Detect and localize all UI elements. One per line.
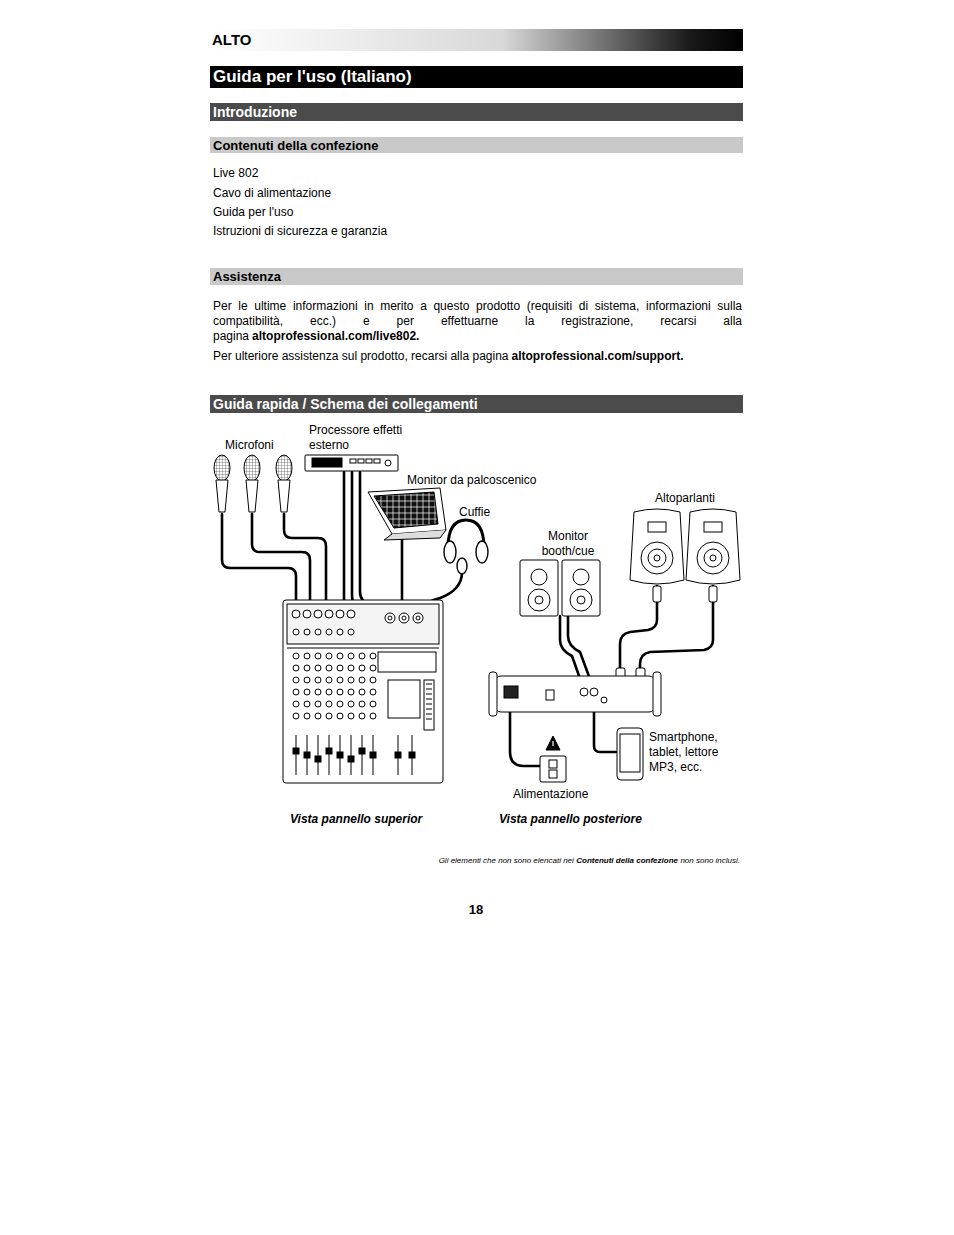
link-text: Contenuti della confezione (576, 856, 678, 865)
body-text: Per ulteriore assistenza sul prodotto, r… (213, 349, 509, 363)
power-outlet (540, 736, 566, 782)
view-caption: Vista pannello posteriore (499, 812, 642, 826)
section-heading: Assistenza (213, 269, 281, 284)
link-text: altoprofessional.com/live802. (252, 329, 419, 343)
device-label: Cuffie (459, 505, 490, 519)
device-label: Monitor booth/cue (542, 529, 595, 558)
device-label-box: Cuffie (459, 505, 490, 520)
booth-monitors (520, 560, 600, 616)
xlr-plugs (616, 586, 717, 686)
brand-logo: ALTO (212, 31, 251, 48)
view-caption-box: Vista pannello superior (290, 812, 422, 827)
device-label: Alimentazione (513, 787, 588, 801)
section-heading: Contenuti della confezione (213, 138, 378, 153)
support-paragraph: Per le ultime informazioni in merito a q… (213, 299, 742, 344)
device-label: Processore effetti esterno (309, 423, 402, 452)
section-band: Assistenza (210, 268, 743, 285)
section-band: Introduzione (210, 103, 743, 121)
title-band (210, 66, 743, 88)
body-text: non sono inclusi. (680, 856, 740, 865)
page-title: Guida per l'uso (Italiano) (213, 66, 412, 88)
package-item: Guida per l'uso (213, 205, 293, 219)
device-label-box: Smartphone, tablet, lettore MP3, ecc. (649, 730, 729, 775)
section-band: Guida rapida / Schema dei collegamenti (210, 395, 743, 413)
device-label-box: Processore effetti esterno (309, 423, 419, 453)
device-label-box: Monitor booth/cue (530, 529, 606, 559)
view-caption: Vista pannello superior (290, 812, 422, 826)
footnote: Gli elementi che non sono elencati neiCo… (439, 856, 740, 866)
pa-speakers (630, 509, 740, 584)
support-paragraph: Per ulteriore assistenza sul prodotto, r… (213, 349, 742, 364)
package-item-box: Istruzioni di sicurezza e garanzia (213, 224, 387, 239)
device-label: Altoparlanti (655, 491, 715, 505)
section-heading: Introduzione (213, 104, 297, 120)
device-label-box: Microfoni (225, 438, 274, 453)
device-label-box: Monitor da palcoscenico (407, 473, 536, 488)
mixer-rear-view (489, 672, 661, 716)
package-item: Live 802 (213, 166, 258, 180)
stage-monitor (368, 488, 446, 540)
link-text: altoprofessional.com/support. (512, 349, 684, 363)
device-label-box: Altoparlanti (655, 491, 715, 506)
section-heading: Guida rapida / Schema dei collegamenti (213, 396, 478, 412)
device-label: Microfoni (225, 438, 274, 452)
smartphone (617, 728, 643, 780)
page-number-box: 18 (466, 902, 486, 917)
device-label-box: Alimentazione (513, 787, 588, 802)
title-text: Guida per l'uso (Italiano) (213, 67, 412, 86)
package-item-box: Guida per l'uso (213, 205, 293, 220)
section-band: Contenuti della confezione (210, 137, 743, 153)
package-item: Cavo di alimentazione (213, 186, 331, 200)
package-item: Istruzioni di sicurezza e garanzia (213, 224, 387, 238)
mixer-top-view (283, 600, 443, 783)
header-bar (210, 29, 743, 51)
effects-processor (305, 455, 398, 471)
device-label: Monitor da palcoscenico (407, 473, 536, 487)
device-label: Smartphone, tablet, lettore MP3, ecc. (649, 730, 718, 774)
package-item-box: Live 802 (213, 166, 258, 181)
headphones (444, 520, 488, 574)
page-number: 18 (469, 902, 483, 917)
brand-logo-box: ALTO (212, 31, 251, 49)
view-caption-box: Vista pannello posteriore (499, 812, 642, 827)
package-item-box: Cavo di alimentazione (213, 186, 331, 201)
microphones (214, 455, 292, 512)
body-text: Gli elementi che non sono elencati nei (439, 856, 574, 865)
